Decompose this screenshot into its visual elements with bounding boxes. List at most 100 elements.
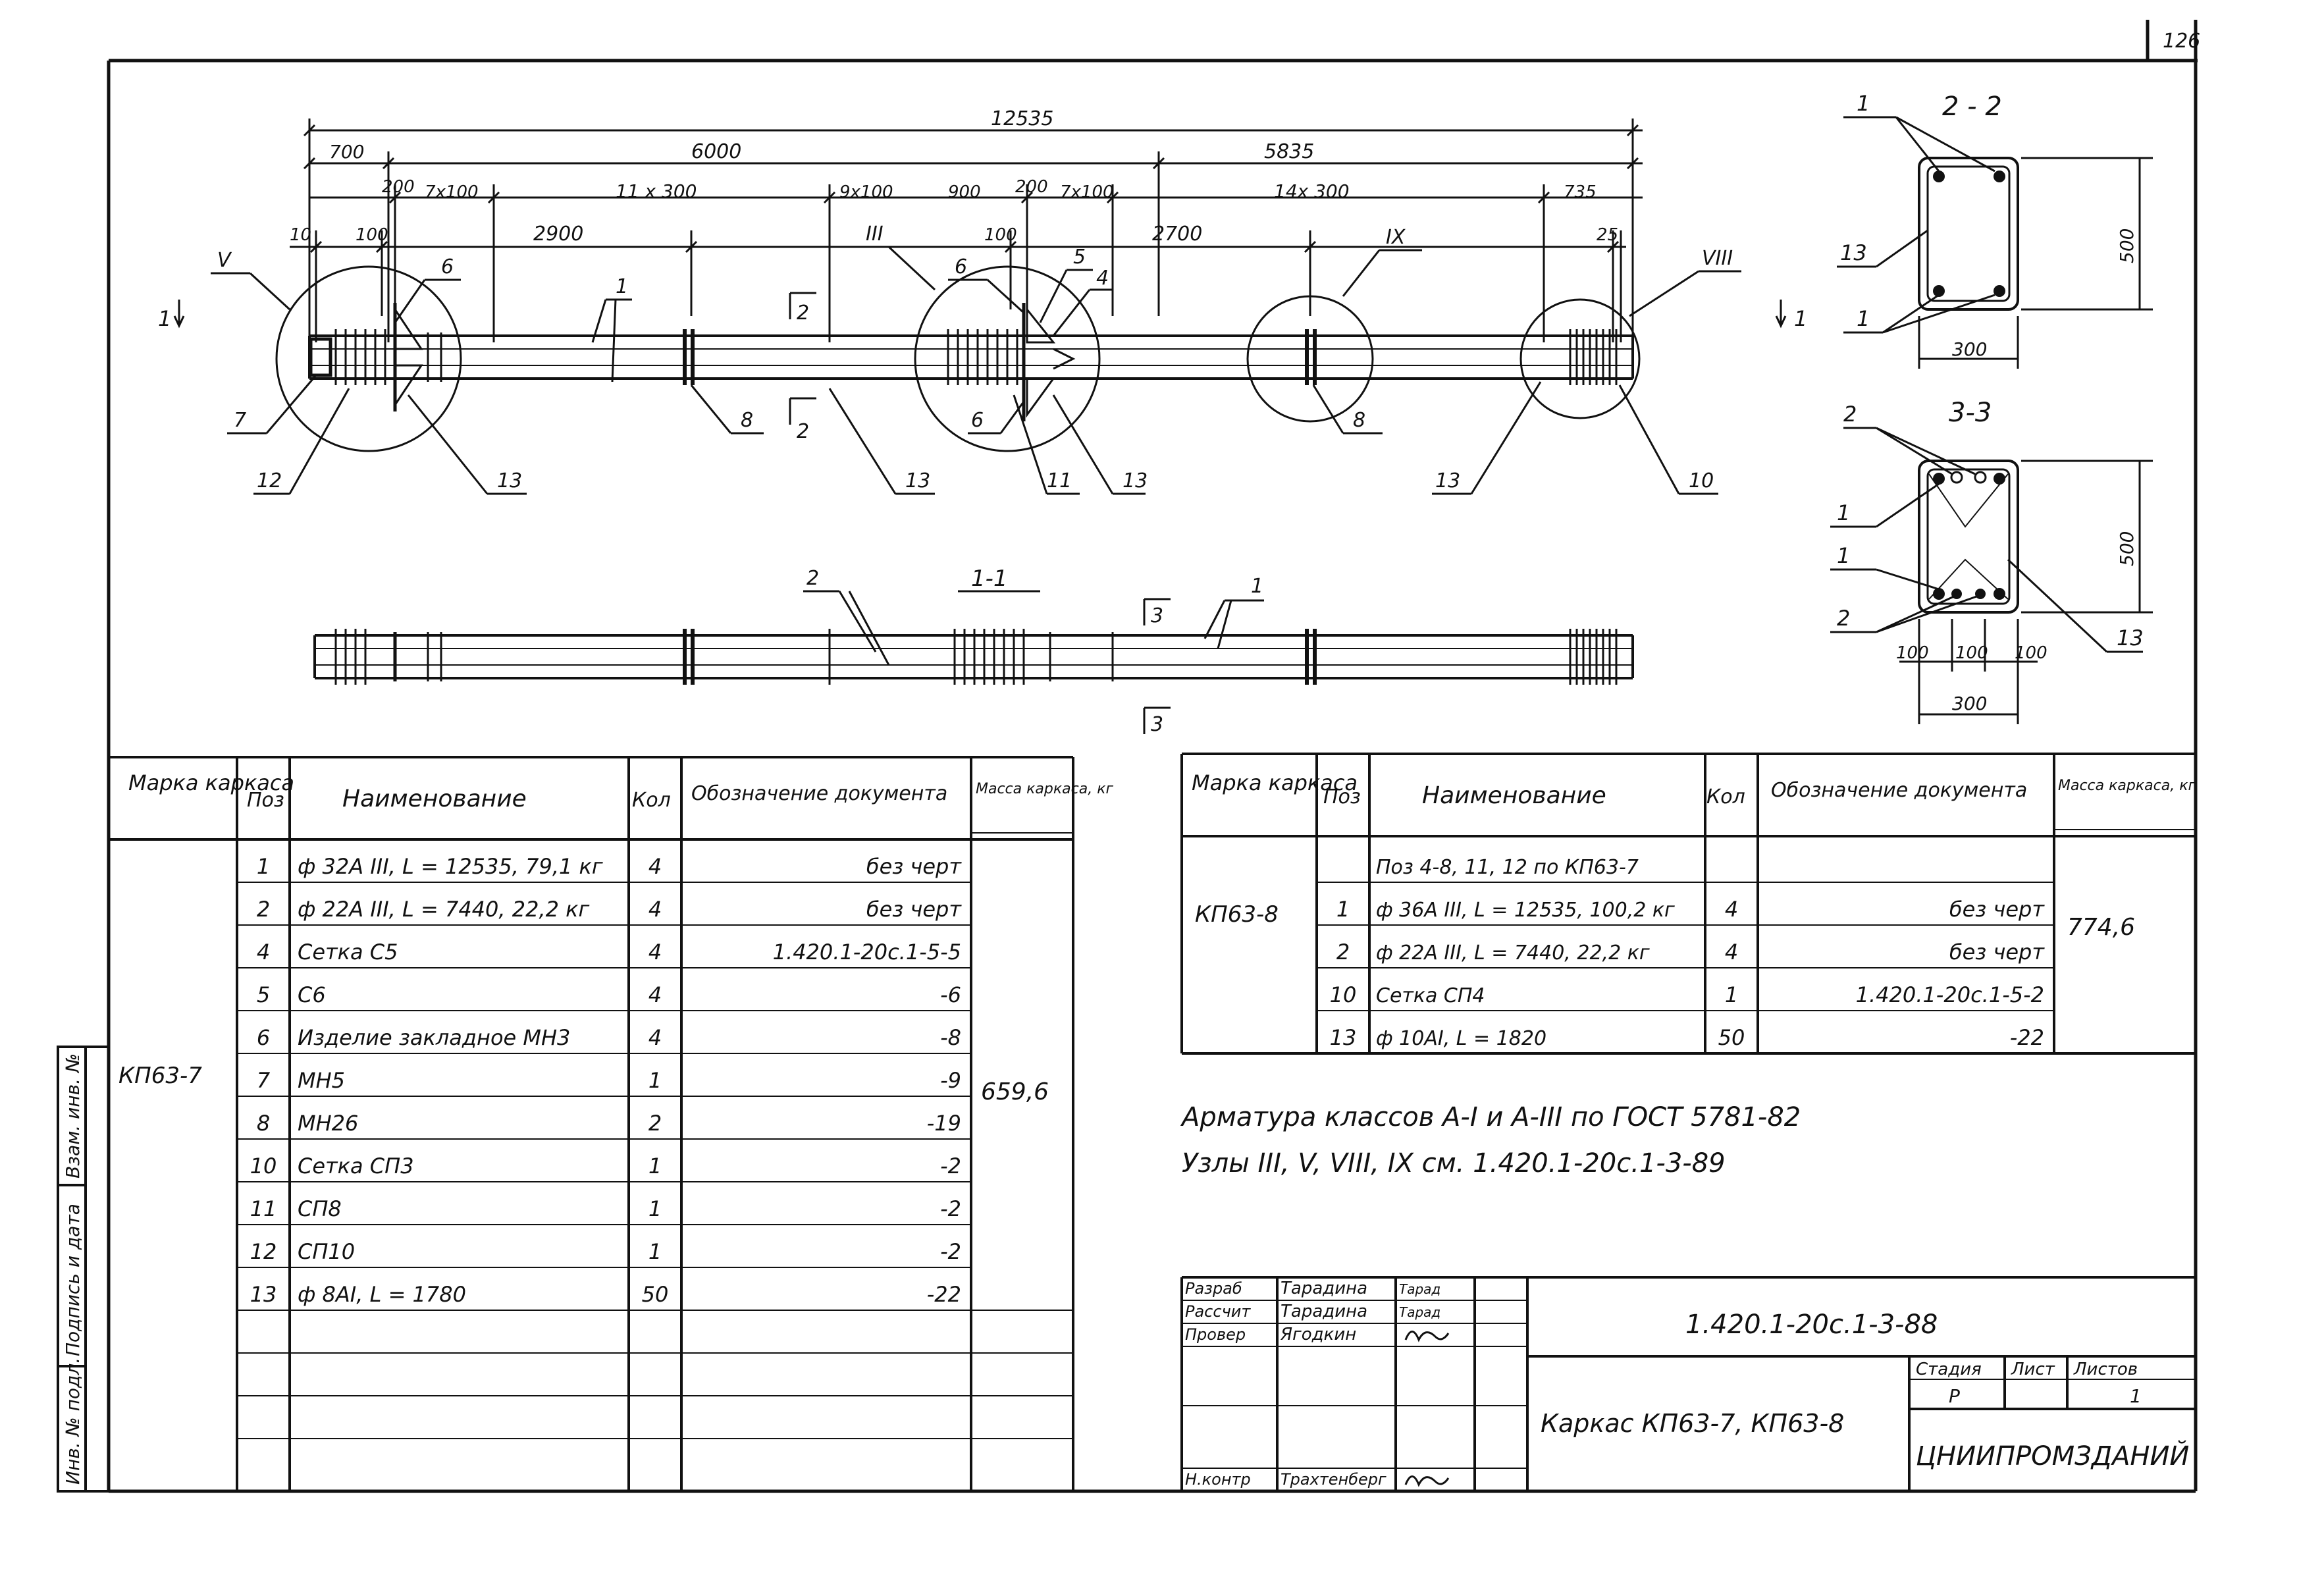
- node-label-ix: IX: [1386, 226, 1406, 249]
- section-2-2-callout-1a: 1: [1857, 91, 1870, 116]
- right-mass-value: 774,6: [2067, 914, 2135, 941]
- callout-10: 10: [1689, 469, 1714, 492]
- left-row-doc: без черт: [866, 854, 963, 879]
- dim-100b: 100: [984, 225, 1017, 245]
- tb-role-1: Рассчит: [1185, 1302, 1251, 1321]
- callout-7: 7: [234, 409, 246, 432]
- beam-outline: [308, 334, 1634, 380]
- section-3-3-callout-2b: 2: [1837, 606, 1850, 631]
- dim-2700: 2700: [1152, 223, 1202, 246]
- dim-11x300: 11 x 300: [616, 180, 697, 202]
- section-3-3-callout-2a: 2: [1843, 402, 1857, 427]
- dim-700: 700: [329, 141, 364, 163]
- section-2-2-title: 2 - 2: [1942, 92, 2002, 122]
- left-row-qty: 2: [648, 1111, 662, 1136]
- right-header-name: Наименование: [1422, 782, 1606, 809]
- stamp-signature-label: Подпись и дата: [62, 1204, 84, 1356]
- left-row-name: СП10: [298, 1239, 355, 1264]
- left-row-name: С6: [298, 982, 326, 1007]
- section-3-3-dim-100b: 100: [1955, 643, 1988, 663]
- dim-100: 100: [356, 225, 388, 245]
- left-row-doc: -19: [927, 1111, 961, 1136]
- left-row-qty: 4: [648, 897, 662, 922]
- tb-name-1: Тарадина: [1281, 1302, 1367, 1321]
- section-3-3-dim-w: 300: [1952, 693, 1987, 714]
- left-row-qty: 1: [648, 1068, 662, 1093]
- right-row-pos: 10: [1330, 982, 1357, 1007]
- middle-node-details: [683, 303, 1317, 421]
- left-row-pos: 1: [257, 854, 270, 879]
- left-row-doc: -9: [940, 1068, 961, 1093]
- section-3-3-callout-13: 13: [2117, 625, 2144, 650]
- right-row-doc: без черт: [1949, 897, 2046, 922]
- left-row-doc: -8: [940, 1025, 961, 1050]
- callout-leaders: [227, 269, 1718, 495]
- tb-sheets-value: 1: [2130, 1385, 2142, 1407]
- dim-7x100: 7x100: [425, 182, 479, 202]
- section-2-2-dim-h: 500: [2116, 228, 2138, 263]
- left-row-doc: 1.420.1-20с.1-5-5: [773, 940, 961, 965]
- tb-role-5: Н.контр: [1185, 1470, 1251, 1489]
- right-row-qty: 4: [1725, 940, 1738, 965]
- side-stamp: Инв. № подл. Подпись и дата Взам. инв. №: [57, 1046, 109, 1493]
- section-2-2-callout-1b: 1: [1857, 306, 1870, 331]
- section-3-3-title: 3-3: [1949, 398, 1992, 428]
- left-row-doc: -2: [940, 1239, 961, 1264]
- left-row-pos: 13: [250, 1282, 277, 1307]
- callout-11: 11: [1047, 469, 1072, 492]
- tb-name-5: Трахтенберг: [1281, 1470, 1386, 1489]
- dim-5835: 5835: [1264, 140, 1314, 163]
- left-row-name: Изделие закладное МН3: [298, 1025, 570, 1050]
- dim-2900: 2900: [533, 223, 583, 246]
- right-row-doc: -22: [2010, 1025, 2044, 1050]
- left-row-doc: -2: [940, 1196, 961, 1221]
- view-1-1-callout-1: 1: [1251, 575, 1263, 598]
- node-label-iii: III: [866, 223, 884, 246]
- section-mark-2-top: 2: [797, 302, 809, 325]
- left-row-pos: 11: [250, 1196, 277, 1221]
- section-3-3-callout-1a: 1: [1837, 500, 1850, 525]
- dimension-lines: [290, 119, 1643, 342]
- left-row-doc: без черт: [866, 897, 963, 922]
- left-header-mark-line: Марка каркаса: [128, 770, 294, 795]
- left-row-pos: 8: [257, 1111, 270, 1136]
- right-row-pos: 13: [1330, 1025, 1357, 1050]
- callout-1: 1: [616, 275, 628, 298]
- right-row-qty: 50: [1718, 1025, 1745, 1050]
- node-circles: [275, 265, 1641, 452]
- left-mass-value: 659,6: [981, 1078, 1049, 1105]
- tb-signature-1: Тарад: [1399, 1304, 1440, 1320]
- callout-13c: 13: [1122, 469, 1148, 492]
- section-2-2-callout-13: 13: [1840, 240, 1867, 265]
- left-row-name: Сетка СП3: [298, 1153, 414, 1179]
- section-mark-1-right: 1: [1794, 306, 1807, 331]
- callout-6b: 6: [955, 255, 967, 278]
- plan-view: 12535 700 6000 5835 200 7x100 11 x 300 9…: [158, 107, 1807, 495]
- left-row-qty: 1: [648, 1153, 662, 1179]
- tb-name-0: Тарадина: [1281, 1279, 1367, 1298]
- dim-9x100: 9x100: [839, 182, 893, 202]
- left-row-name: Сетка С5: [298, 940, 398, 965]
- node-label-viii: VIII: [1702, 247, 1733, 270]
- left-row-pos: 2: [257, 897, 270, 922]
- section-mark-3-top: 3: [1151, 604, 1163, 627]
- dim-200: 200: [382, 177, 415, 197]
- left-row-doc: -2: [940, 1153, 961, 1179]
- left-header-doc: Обозначение документа: [691, 782, 947, 805]
- right-row-qty: 4: [1725, 897, 1738, 922]
- left-row-name: МН26: [298, 1111, 358, 1136]
- left-row-qty: 4: [648, 1025, 662, 1050]
- left-row-pos: 7: [257, 1068, 271, 1093]
- left-row-qty: 1: [648, 1196, 662, 1221]
- right-row-name: ф 10АI, L = 1820: [1376, 1027, 1546, 1050]
- left-row-pos: 4: [257, 940, 270, 965]
- left-row-name: ф 22А III, L = 7440, 22,2 кг: [298, 897, 589, 922]
- stamp-inv-label: Инв. № подл.: [62, 1358, 84, 1485]
- notes: Арматура классов А-I и А-III по ГОСТ 578…: [1180, 1102, 1801, 1179]
- left-row-name: ф 32А III, L = 12535, 79,1 кг: [298, 854, 603, 879]
- note-line-2: Узлы III, V, VIII, IX см. 1.420.1-20с.1-…: [1182, 1148, 1726, 1179]
- tb-role-2: Провер: [1185, 1325, 1246, 1344]
- tb-doc-code: 1.420.1-20с.1-3-88: [1685, 1310, 1938, 1340]
